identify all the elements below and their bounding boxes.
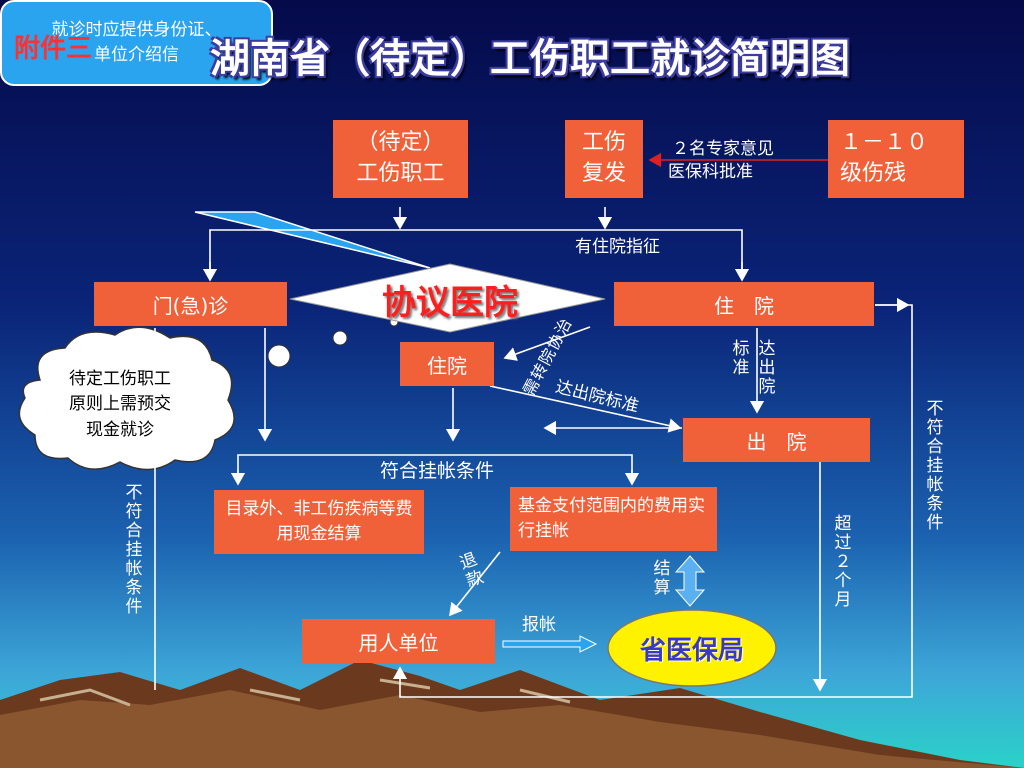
callout-pointer bbox=[194, 211, 431, 269]
pending-worker-line-2: 工伤职工 bbox=[356, 161, 445, 186]
cash-settlement-box: 目录外、非工伤疾病等费用现金结算 bbox=[214, 490, 424, 554]
reimburse-arrow bbox=[502, 635, 598, 653]
cloud-tail-large bbox=[267, 344, 291, 368]
outpatient-emergency-box: 门(急)诊 bbox=[94, 282, 287, 326]
medical-insurance-bureau-oval bbox=[607, 609, 777, 687]
cash-deposit-cloud: 待定工伤职工原则上需预交现金就诊 bbox=[20, 350, 220, 460]
mountain-background bbox=[0, 660, 1024, 768]
not-meet-conditions-right-label: 不符合挂帐条件 bbox=[926, 399, 944, 534]
cloud-line-3: 现金就诊 bbox=[86, 419, 154, 440]
agreement-hospital-label: 协议医院 bbox=[382, 282, 518, 323]
disability-grade-box: １－１０ 级伤残 bbox=[828, 120, 964, 198]
cloud-line-1: 待定工伤职工 bbox=[69, 368, 171, 389]
cloud-tail-medium bbox=[332, 330, 348, 346]
fund-account-box: 基金支付范围内的费用实行挂帐 bbox=[510, 487, 717, 551]
relapse-line-1: 工伤 bbox=[581, 130, 626, 156]
page-title: 湖南省（待定）工伤职工就诊简明图 bbox=[210, 36, 850, 82]
meets-account-conditions-label: 符合挂帐条件 bbox=[380, 460, 495, 482]
injury-relapse-box: 工伤复发 bbox=[565, 120, 643, 198]
disability-line-1: １－１０ bbox=[840, 130, 929, 156]
connector-lines bbox=[154, 207, 913, 698]
disability-line-2: 级伤残 bbox=[840, 161, 907, 186]
pending-injured-worker-box: （待定） 工伤职工 bbox=[333, 120, 468, 198]
inpatient-main-box: 住 院 bbox=[614, 282, 874, 326]
pending-worker-line-1: （待定） bbox=[356, 130, 445, 156]
agreement-hospital-diamond bbox=[289, 263, 606, 333]
approval-label: 医保科批准 bbox=[668, 162, 753, 182]
reaches-discharge-label: 达出院 bbox=[758, 339, 776, 398]
inpatient-transfer-box: 住院 bbox=[400, 342, 494, 386]
settlement-double-arrow bbox=[674, 555, 706, 607]
medical-insurance-bureau-label: 省医保局 bbox=[639, 635, 744, 666]
relapse-line-2: 复发 bbox=[581, 161, 626, 186]
employer-box: 用人单位 bbox=[302, 619, 495, 663]
meets-standard-label: 标准 bbox=[732, 339, 750, 379]
cloud-shape bbox=[18, 326, 235, 471]
not-meet-conditions-left-label: 不符合挂帐条件 bbox=[125, 483, 143, 618]
over-two-months-label: 超过２个月 bbox=[834, 514, 852, 611]
cloud-line-2: 原则上需预交 bbox=[69, 394, 171, 415]
reimbursement-label: 报帐 bbox=[522, 615, 556, 635]
settlement-label: 结算 bbox=[653, 559, 671, 599]
callout-line-1: 就诊时应提供身份证、 bbox=[51, 20, 222, 41]
attachment-label: 附件三 bbox=[14, 34, 93, 64]
hospitalization-indication-label: 有住院指征 bbox=[575, 237, 660, 257]
callout-line-2: 单位介绍信 bbox=[94, 45, 179, 65]
id-requirement-callout: 就诊时应提供身份证、单位介绍信 bbox=[0, 0, 273, 86]
expert-opinion-label: ２名专家意见 bbox=[672, 139, 774, 159]
discharge-box: 出 院 bbox=[683, 418, 870, 462]
